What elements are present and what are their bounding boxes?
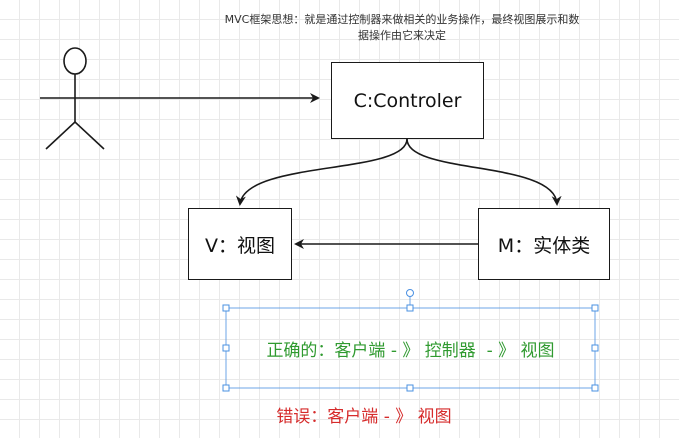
- resize-handle: [406, 304, 414, 312]
- mvc-description-note[interactable]: MVC框架思想：就是通过控制器来做相关的业务操作，最终视图展示和数据操作由它来决…: [224, 13, 580, 42]
- resize-handle: [406, 384, 414, 392]
- wrong-flow-text[interactable]: 错误：客户端 - 》 视图: [276, 406, 452, 427]
- model-label: M：实体类: [497, 234, 591, 257]
- arrow-controller-to-view[interactable]: [235, 138, 408, 206]
- resize-handle: [591, 304, 599, 312]
- resize-handle: [222, 344, 230, 352]
- resize-handle: [222, 304, 230, 312]
- controller-box[interactable]: C:Controler: [331, 62, 484, 139]
- view-box[interactable]: V：视图: [188, 208, 292, 280]
- selection-frame[interactable]: [222, 289, 599, 392]
- arrow-controller-to-model[interactable]: [406, 138, 562, 206]
- correct-flow-text[interactable]: 正确的：客户端 - 》 控制器 - 》 视图: [266, 340, 555, 361]
- actor-stick-figure-icon[interactable]: [40, 47, 110, 150]
- rotate-handle: [406, 289, 414, 297]
- model-box[interactable]: M：实体类: [478, 208, 610, 280]
- view-label: V：视图: [205, 234, 275, 257]
- resize-handle: [591, 344, 599, 352]
- resize-handle: [591, 384, 599, 392]
- resize-handle: [222, 384, 230, 392]
- controller-label: C:Controler: [353, 89, 462, 112]
